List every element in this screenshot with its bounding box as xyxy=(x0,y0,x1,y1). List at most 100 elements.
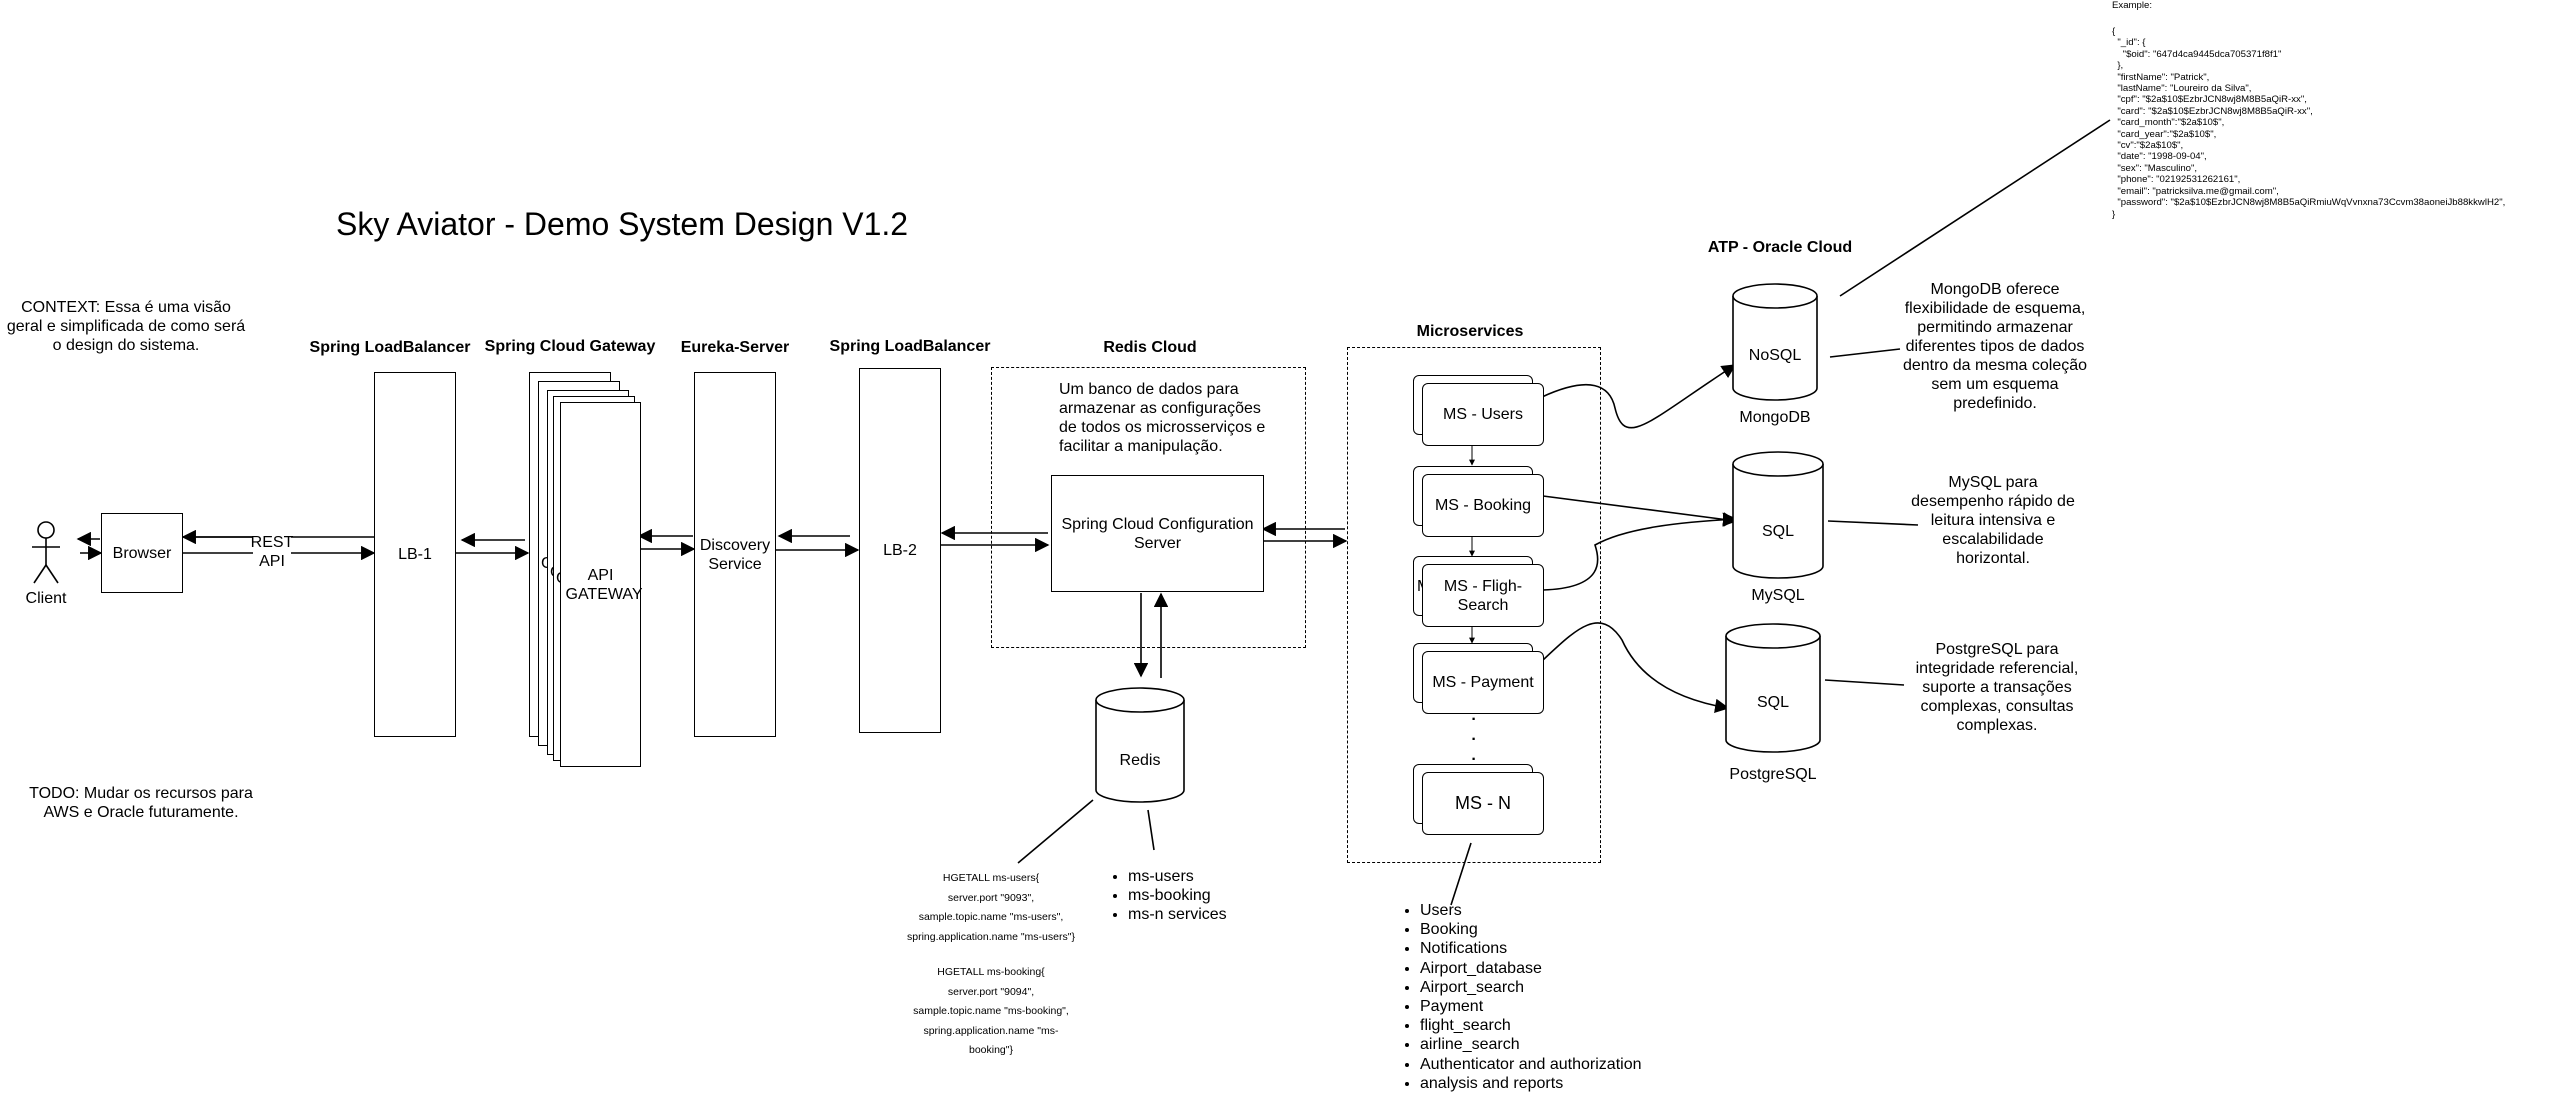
service-item: Booking xyxy=(1420,920,1641,939)
ms-flighsearch-box[interactable]: MS - Fligh-Search xyxy=(1422,564,1544,627)
service-item: Notifications xyxy=(1420,939,1641,958)
hgetall-line: server.port "9094", xyxy=(947,985,1035,998)
ms-n-label: MS - N xyxy=(1455,793,1511,813)
service-item: Authenticator and authorization xyxy=(1420,1055,1641,1074)
example-json-line: { xyxy=(2112,26,2116,37)
example-json-line: "_id": { xyxy=(2112,37,2146,49)
lb1-header: Spring LoadBalancer xyxy=(309,339,471,356)
ms-payment-box[interactable]: MS - Payment xyxy=(1422,651,1544,714)
nosql-label: NoSQL xyxy=(1748,347,1802,364)
example-json-line: "card_year":"$2a$10$", xyxy=(2112,128,2217,140)
config-server-label: Spring Cloud Configuration Server xyxy=(1061,515,1254,552)
discovery-service-label: Discovery Service xyxy=(699,536,771,573)
lb2-header: Spring LoadBalancer xyxy=(829,338,991,355)
service-item: Airport_database xyxy=(1420,959,1641,978)
ms-users-box[interactable]: MS - Users xyxy=(1422,383,1544,446)
lb1-label: LB-1 xyxy=(398,546,432,563)
microservices-header: Microservices xyxy=(1416,323,1524,340)
config-server-box[interactable]: Spring Cloud Configuration Server xyxy=(1051,475,1264,592)
browser-box[interactable]: Browser xyxy=(101,513,183,593)
lb2-box[interactable]: LB-2 xyxy=(859,368,941,733)
rest-api-line1: REST xyxy=(250,534,294,551)
discovery-service-box[interactable]: Discovery Service xyxy=(694,372,776,737)
hgetall-users: HGETALL ms-users{ server.port "9093", sa… xyxy=(886,869,1096,947)
api-gateway-label: API GATEWAY xyxy=(565,566,643,603)
hgetall-line: spring.application.name "ms-users"} xyxy=(907,930,1075,943)
atp-header: ATP - Oracle Cloud xyxy=(1707,239,1853,256)
redis-cloud-container xyxy=(991,367,1306,648)
mysql-description: MySQL para desempenho rápido de leitura … xyxy=(1911,474,2075,567)
hgetall-line: booking"} xyxy=(968,1044,1013,1057)
redis-items-list: ms-users ms-booking ms-n services xyxy=(1106,867,1227,925)
postgres-sql-label: SQL xyxy=(1756,694,1789,711)
microservices-container xyxy=(1347,347,1601,863)
redis-item: ms-n services xyxy=(1128,905,1227,924)
redis-cylinder xyxy=(1095,687,1185,803)
ms-payment-label: MS - Payment xyxy=(1432,674,1534,691)
hgetall-line: sample.topic.name "ms-users", xyxy=(918,911,1064,924)
example-json-line: "$oid": "647d4ca9445dca705371f8f1" xyxy=(2112,48,2282,60)
ms-flighsearch-label: MS - Fligh-Search xyxy=(1443,577,1523,614)
service-item: flight_search xyxy=(1420,1016,1641,1035)
arrow-payment-to-postgres xyxy=(1542,622,1730,713)
arrow-users-to-mongodb xyxy=(1541,364,1737,429)
postgresql-description: PostgreSQL para integridade referencial,… xyxy=(1915,641,2079,734)
rest-api-label: REST API xyxy=(250,533,294,571)
example-json: { "_id": { "$oid": "647d4ca9445dca705371… xyxy=(2112,26,2505,220)
ms-n-box[interactable]: MS - N xyxy=(1422,772,1544,835)
arrow-booking-to-mysql xyxy=(1542,495,1738,527)
example-json-line: "phone": "02192531262161", xyxy=(2112,174,2241,186)
redis-item: ms-booking xyxy=(1128,886,1227,905)
service-item: Airport_search xyxy=(1420,978,1641,997)
mongodb-cylinder xyxy=(1732,283,1818,401)
example-json-line: "sex": "Masculino", xyxy=(2112,162,2198,174)
lb2-label: LB-2 xyxy=(883,542,917,559)
api-gateway-box[interactable]: API GATEWAY xyxy=(560,402,643,767)
example-json-line: "firstName": "Patrick", xyxy=(2112,71,2210,83)
gateway-header: Spring Cloud Gateway xyxy=(484,338,656,355)
example-json-line: "cpf": "$2a$10$EzbrJCN8wj8M8B5aQiR-xx", xyxy=(2112,94,2307,106)
example-json-line: "cv":"$2a$10$", xyxy=(2112,140,2184,152)
redis-label: Redis xyxy=(1119,752,1161,769)
example-json-line: "card": "$2a$10$EzbrJCN8wj8M8B5aQiR-xx", xyxy=(2112,105,2313,117)
example-json-line: "password": "$2a$10$EzbrJCN8wj8M8B5aQiRm… xyxy=(2112,197,2506,209)
mongodb-name: MongoDB xyxy=(1739,409,1811,426)
postgresql-name: PostgreSQL xyxy=(1729,766,1817,783)
example-json-line: }, xyxy=(2112,60,2124,72)
client-label: Client xyxy=(25,590,67,607)
example-json-line: "email": "patricksilva.me@gmail.com", xyxy=(2112,185,2279,197)
service-item: airline_search xyxy=(1420,1035,1641,1054)
service-item: Payment xyxy=(1420,997,1641,1016)
redis-item: ms-users xyxy=(1128,867,1227,886)
ms-users-label: MS - Users xyxy=(1443,406,1523,423)
lb1-box[interactable]: LB-1 xyxy=(374,372,456,737)
diagram-title: Sky Aviator - Demo System Design V1.2 xyxy=(336,206,909,242)
example-json-line: "date": "1998-09-04", xyxy=(2112,151,2207,163)
hgetall-line: server.port "9093", xyxy=(947,891,1035,904)
ellipsis-dot: · xyxy=(1471,711,1477,728)
example-label: Example: xyxy=(2112,0,2152,11)
eureka-header: Eureka-Server xyxy=(680,339,790,356)
mysql-name: MySQL xyxy=(1751,587,1805,604)
hgetall-booking: HGETALL ms-booking{ server.port "9094", … xyxy=(896,963,1086,1061)
browser-label: Browser xyxy=(112,544,172,562)
ellipsis-dot: · xyxy=(1471,751,1477,768)
example-json-line: "card_month":"$2a$10$", xyxy=(2112,117,2225,129)
hgetall-line: HGETALL ms-users{ xyxy=(942,872,1040,884)
service-item: analysis and reports xyxy=(1420,1074,1641,1093)
mysql-sql-label: SQL xyxy=(1761,523,1794,540)
client-actor-icon xyxy=(32,521,60,584)
example-json-line: } xyxy=(2112,208,2116,220)
ellipsis-dot: · xyxy=(1471,731,1477,748)
services-list: Users Booking Notifications Airport_data… xyxy=(1398,901,1641,1093)
ms-ellipsis: · · · xyxy=(1468,710,1480,770)
context-note: CONTEXT: Essa é uma visão geral e simpli… xyxy=(6,299,246,354)
arrow-flighsearch-to-mysql xyxy=(1542,512,1738,591)
hgetall-line: sample.topic.name "ms-booking", xyxy=(913,1005,1069,1018)
service-item: Users xyxy=(1420,901,1641,920)
mysql-cylinder xyxy=(1732,451,1824,579)
ms-booking-box[interactable]: MS - Booking xyxy=(1422,474,1544,537)
redis-cloud-header: Redis Cloud xyxy=(1103,339,1197,356)
ms-booking-label: MS - Booking xyxy=(1434,497,1532,514)
